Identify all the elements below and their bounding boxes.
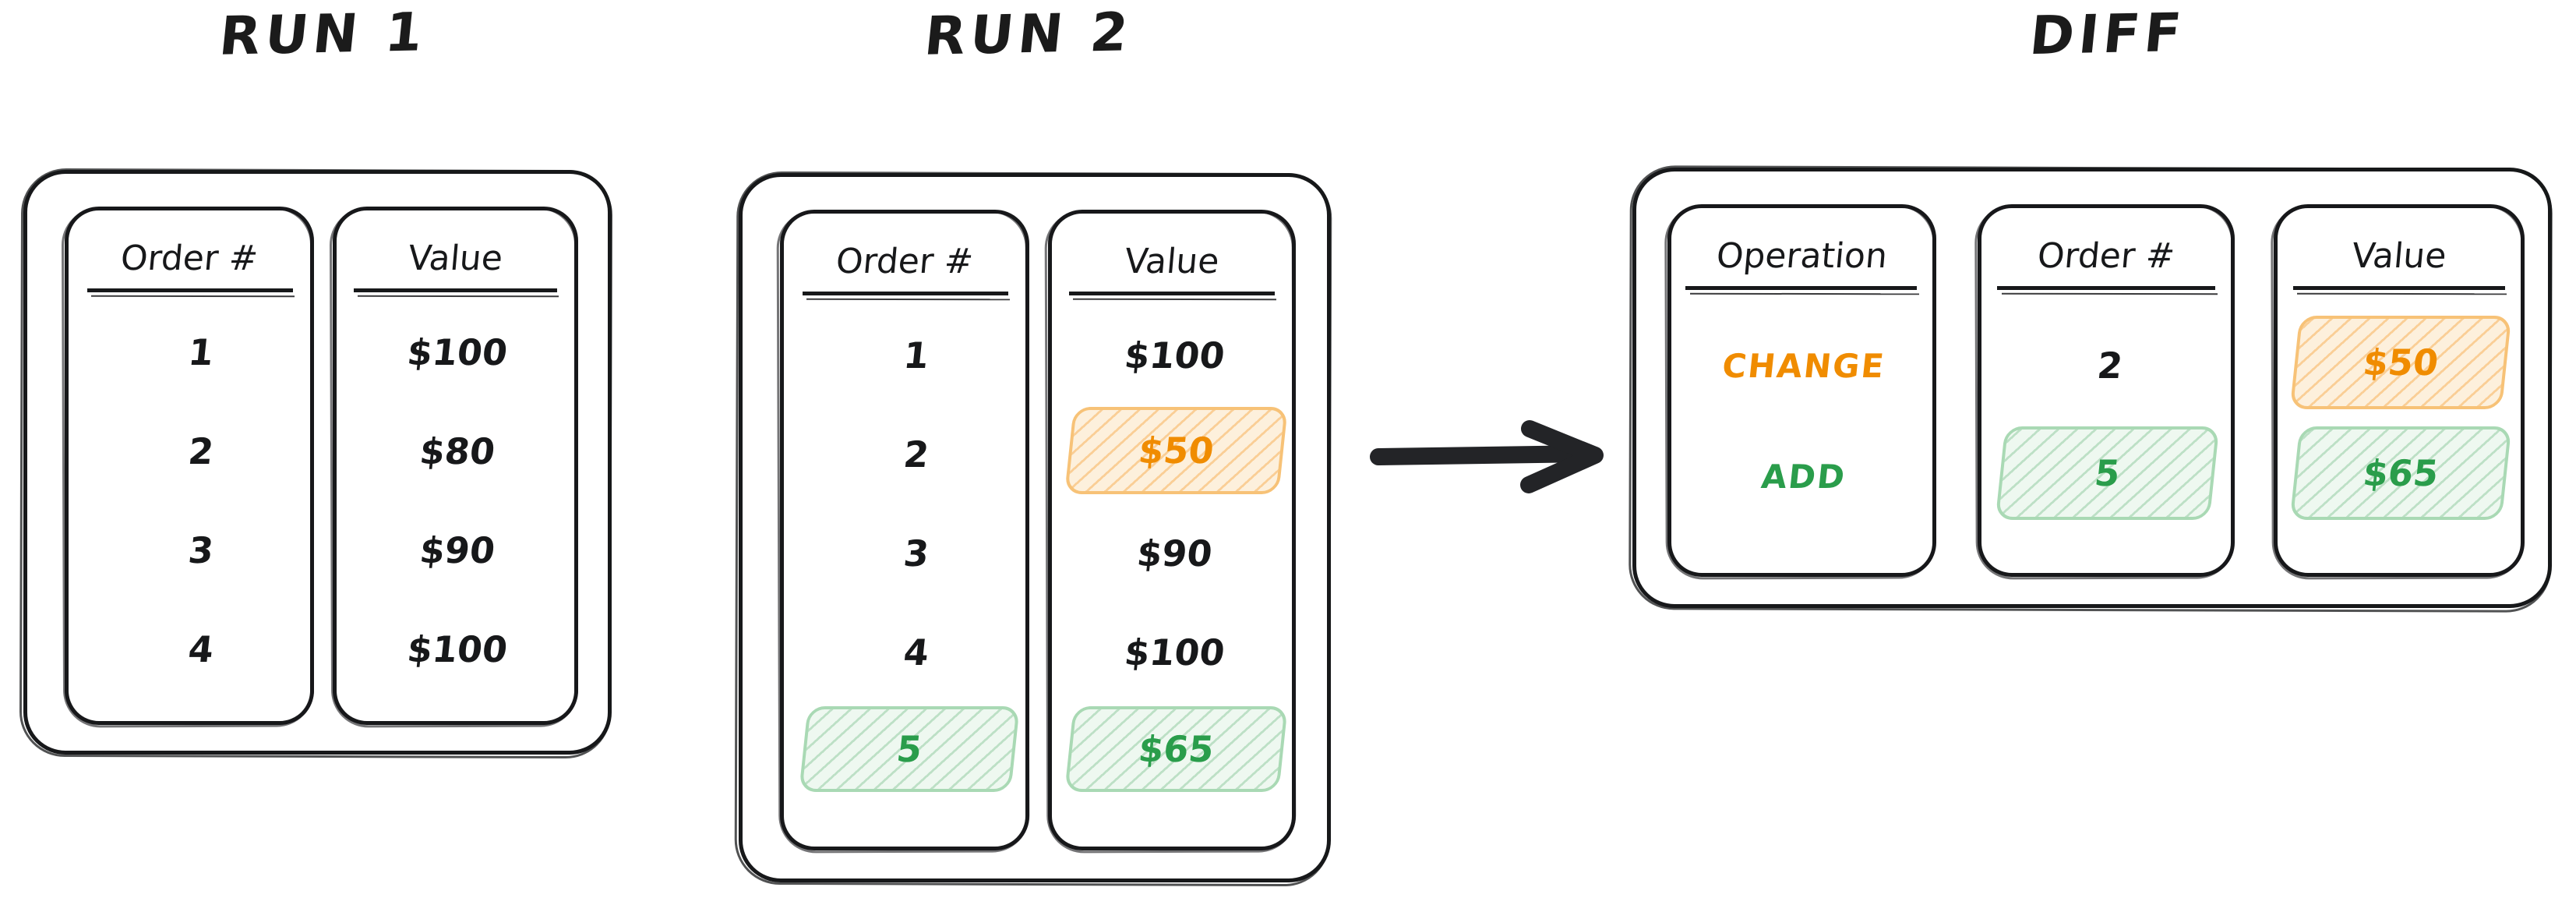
cell-run1-value-4: $100 — [405, 628, 510, 670]
column-run2-order: Order # 1 2 3 4 5 — [780, 210, 1029, 850]
cell-run1-value-1: $100 — [405, 331, 510, 373]
cell-run2-order-2: 2 — [902, 433, 931, 475]
cell-run2-value-2: $50 — [1064, 407, 1288, 494]
column-header-run1-order: Order # — [118, 239, 260, 278]
column-header-diff-order: Order # — [2035, 236, 2177, 276]
column-header-run2-value: Value — [1123, 242, 1221, 281]
column-header-run1-value: Value — [406, 239, 505, 278]
cell-run2-value-4: $100 — [1122, 631, 1227, 673]
header-rule — [87, 288, 293, 292]
cell-diff-value-2: $65 — [2289, 426, 2512, 520]
column-run2-value: Value $100 $50 $90 $100 $65 — [1048, 210, 1296, 850]
cell-run1-order-3: 3 — [186, 529, 216, 571]
cell-run1-value-2: $80 — [418, 430, 497, 472]
cell-diff-operation-1: CHANGE — [1720, 346, 1887, 385]
cell-run2-value-1: $100 — [1122, 334, 1227, 376]
column-header-run2-order: Order # — [834, 242, 976, 281]
run2-to-diff-arrow — [1367, 413, 1617, 499]
panel-run2: Order # 1 2 3 4 5 Value $100 $50 $90 $10… — [739, 173, 1331, 882]
cell-diff-order-1: 2 — [2095, 345, 2125, 387]
header-rule — [1997, 286, 2215, 290]
panel-title-diff: DIFF — [2027, 2, 2189, 68]
cell-run1-value-3: $90 — [418, 529, 497, 571]
cell-run2-order-3: 3 — [902, 532, 931, 574]
cell-run2-order-1: 1 — [902, 334, 931, 376]
column-diff-value: Value $50 $65 — [2274, 204, 2525, 577]
header-rule — [2293, 286, 2505, 290]
column-header-diff-operation: Operation — [1714, 236, 1890, 276]
cell-run2-order-4: 4 — [902, 631, 931, 673]
column-diff-order: Order # 2 5 — [1978, 204, 2235, 577]
column-header-diff-value: Value — [2350, 236, 2448, 276]
cell-diff-order-2: 5 — [1995, 426, 2220, 520]
panel-diff: Operation CHANGE ADD Order # 2 5 Value $… — [1632, 168, 2552, 608]
cell-diff-value-1: $50 — [2289, 316, 2512, 409]
header-rule — [1685, 286, 1917, 290]
column-run1-value: Value $100 $80 $90 $100 — [333, 207, 578, 725]
cell-run1-order-2: 2 — [186, 430, 216, 472]
column-run1-order: Order # 1 2 3 4 — [65, 207, 314, 725]
panel-title-run2: RUN 2 — [921, 2, 1136, 68]
cell-run2-order-5: 5 — [799, 706, 1020, 792]
header-rule — [1069, 292, 1275, 295]
cell-diff-operation-2: ADD — [1759, 457, 1848, 496]
panel-run1: Order # 1 2 3 4 Value $100 $80 $90 $100 — [23, 170, 612, 755]
column-diff-operation: Operation CHANGE ADD — [1667, 204, 1936, 577]
cell-run1-order-1: 1 — [186, 331, 216, 373]
header-rule — [354, 288, 557, 292]
cell-run1-order-4: 4 — [186, 628, 216, 670]
panel-title-run1: RUN 1 — [216, 2, 431, 68]
cell-run2-value-5: $65 — [1064, 706, 1288, 792]
cell-run2-value-3: $90 — [1134, 532, 1215, 574]
header-rule — [803, 292, 1008, 295]
